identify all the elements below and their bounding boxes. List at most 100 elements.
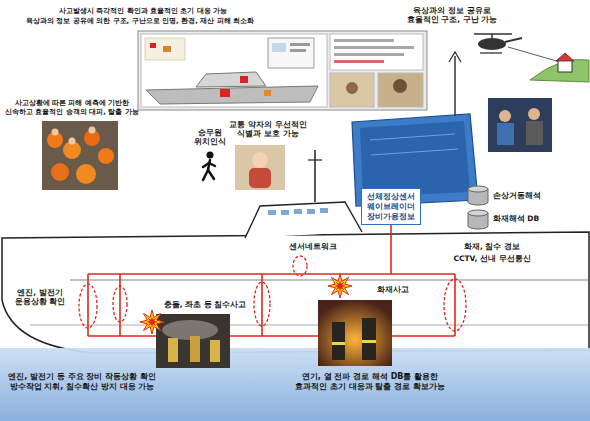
annotation-text: 화재해석 DB: [493, 214, 540, 223]
explosion-symbol: [140, 310, 164, 334]
child-photo-part: [235, 145, 285, 190]
crew-photo: [488, 98, 552, 152]
console-monitor-part: [454, 56, 456, 116]
child-photo-part: [252, 152, 268, 168]
child-photo-part: [249, 168, 271, 188]
ship-superstructure: [245, 150, 362, 238]
annotation-text: 화재, 침수 경보: [464, 242, 520, 251]
software-screenshot-part: [378, 73, 423, 107]
evacuation-photo-part: [69, 138, 76, 145]
software-screenshot-part: [138, 31, 427, 110]
explosion-symbol-part: [334, 280, 346, 292]
fire-photo-part: [362, 340, 376, 343]
flooding-photo-part: [156, 314, 230, 368]
crew-photo-part: [497, 123, 514, 145]
annotation-text: 사고상황에 따른 피해 예측에 기반한 신속하고 효율적인 승객의 대피, 탈출…: [4, 99, 140, 117]
box-text: 웨이브레이더: [367, 202, 415, 212]
sensor-network-part-part: [79, 284, 97, 328]
software-screenshot-part: [268, 38, 314, 68]
annotation-text: 승무원 위치인식: [193, 128, 227, 147]
annotation-text: 엔진, 발전기 등 주요 장비 작동상황 확인 방수작업 지휘, 침수확산 방지…: [7, 372, 157, 392]
flooding-photo-part: [210, 340, 220, 362]
sensor-network-part: [454, 274, 456, 336]
sensor-network-part-part: [444, 279, 466, 331]
crew-location-icon-part: [207, 152, 214, 159]
rescue-helicopter: [474, 34, 560, 62]
evacuation-photo-part: [89, 127, 96, 134]
software-screenshot-part: [393, 79, 407, 93]
software-screenshot-part: [334, 60, 384, 63]
console-monitor-part: [370, 134, 455, 140]
annotation-text: CCTV, 선내 무선통신: [453, 254, 530, 263]
rescue-helicopter-part: [474, 33, 512, 35]
annotation-text: 충돌, 좌초 등 침수사고: [164, 300, 247, 309]
rescue-helicopter-part: [480, 52, 502, 53]
software-screenshot-part: [290, 43, 310, 46]
annotation-text: 센서네트워크: [289, 242, 337, 251]
console-monitor-part: [371, 149, 458, 155]
annotation-text: 육상과의 정보 공유에 의한 구조, 구난으로 인명, 환경, 재산 피해 최소…: [26, 17, 254, 26]
flooding-photo-part: [168, 338, 178, 362]
flooding-photo: [156, 314, 230, 368]
ship-hull-part: [2, 232, 589, 353]
crew-photo-part: [488, 98, 552, 152]
crew-location-icon-part: [209, 163, 215, 166]
software-screenshot-part: [163, 46, 171, 52]
explosion-symbol: [328, 274, 352, 298]
software-screenshot-part: [145, 38, 185, 60]
software-screenshot-part: [264, 90, 271, 96]
crew-photo-part: [528, 108, 540, 120]
ship-superstructure-part: [308, 159, 322, 160]
software-screenshot-part: [240, 76, 248, 83]
crew-photo-part: [526, 121, 543, 145]
box-text: 선체정상센서: [367, 192, 415, 202]
software-screenshot-part: [220, 89, 230, 97]
evacuation-photo-part: [51, 163, 69, 181]
sensor-network-part: [88, 335, 455, 337]
evacuation-photo: [42, 121, 118, 190]
software-screenshot-part: [290, 49, 306, 52]
ship-superstructure-part: [281, 210, 289, 215]
sensor-network-part-part: [113, 286, 127, 322]
shore-station-part: [530, 59, 589, 82]
software-screenshot-part: [346, 82, 358, 94]
software-screenshot-part: [150, 43, 156, 48]
sensor-network-part-part: [254, 282, 270, 326]
software-screenshot-part: [330, 73, 374, 107]
rescue-helicopter-part: [505, 38, 522, 42]
annotation-text: 육상과의 정보 공유로 효율적인 구조, 구난 가능: [406, 6, 499, 25]
annotation-text: 교통 약자의 우선적인 식별과 보호 가능: [228, 120, 308, 139]
annotation-text: 연기, 열 전파 경로 해석 DB를 활용한 효과적인 초기 대응과 탈출 경로…: [294, 372, 446, 392]
crew-location-icon: [203, 152, 215, 181]
shore-station: [530, 53, 589, 82]
console-monitor-part: [360, 121, 470, 197]
software-screenshot-part: [334, 39, 394, 42]
software-screenshot-part: [334, 53, 404, 56]
flooding-photo-part: [190, 336, 200, 362]
evacuation-photo-part: [42, 121, 118, 190]
software-screenshot-part: [334, 46, 414, 49]
crew-photo-part: [499, 110, 511, 122]
database-symbol-part: [468, 186, 488, 192]
ship-superstructure-part: [245, 202, 362, 238]
console-monitor-part: [449, 52, 461, 62]
rescue-helicopter-part: [478, 38, 506, 50]
sensor-info-box: 선체정상센서웨이브레이더장비가용정보: [361, 188, 421, 225]
sensor-network-part: [261, 274, 263, 336]
rescue-helicopter-part: [491, 34, 493, 38]
console-monitor: [352, 52, 478, 206]
software-screenshot-part: [146, 86, 318, 104]
fire-photo-part: [362, 318, 376, 360]
ship-superstructure-part: [294, 209, 302, 214]
crew-location-icon-part: [203, 170, 208, 180]
sensor-network-part: [79, 256, 466, 331]
explosion-symbol-part: [140, 310, 164, 334]
sensor-network-part-part: [293, 256, 307, 276]
ship-hull: [2, 232, 589, 353]
sensor-network-part: [87, 274, 89, 336]
ship-superstructure-part: [314, 150, 316, 202]
evacuation-photo-part: [52, 129, 59, 136]
software-screenshot-part: [141, 34, 327, 107]
